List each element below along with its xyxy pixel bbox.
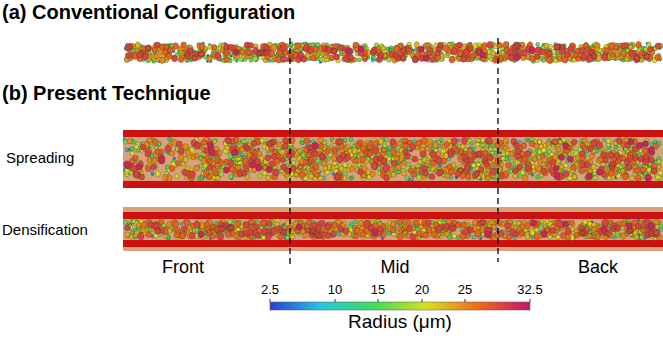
wall-bar bbox=[123, 130, 663, 137]
colorbar-title: Radius (μm) bbox=[348, 312, 452, 333]
row-label: Densification bbox=[2, 222, 88, 239]
wall-bar bbox=[123, 181, 663, 188]
wall-bar bbox=[123, 212, 663, 219]
section-line bbox=[289, 38, 290, 266]
colorbar-tick: 25 bbox=[458, 283, 472, 297]
particle-group bbox=[125, 41, 662, 240]
particle-group bbox=[124, 42, 661, 240]
colorbar-tick: 10 bbox=[328, 283, 342, 297]
particle-layer bbox=[123, 41, 663, 240]
particle-group bbox=[125, 42, 661, 240]
panel-title: (a) Conventional Configuration bbox=[2, 1, 295, 23]
particle-group bbox=[124, 42, 663, 240]
particle-group bbox=[124, 42, 663, 240]
colorbar-tick: 20 bbox=[415, 283, 429, 297]
colorbar-ticks bbox=[270, 299, 530, 302]
colorbar-tick: 32.5 bbox=[517, 283, 542, 297]
colorbar-tick: 15 bbox=[371, 283, 385, 297]
region-label: Front bbox=[162, 258, 204, 278]
panel-title: (b) Present Technique bbox=[2, 82, 211, 104]
row-label: Spreading bbox=[6, 150, 74, 167]
wall-bar bbox=[123, 240, 663, 247]
colorbar-tick: 2.5 bbox=[261, 283, 279, 297]
particle-group bbox=[123, 42, 663, 240]
colorbar bbox=[270, 302, 530, 310]
region-label: Back bbox=[578, 258, 618, 278]
particle-group bbox=[123, 42, 661, 239]
region-label: Mid bbox=[380, 258, 409, 278]
particle-group bbox=[124, 46, 655, 238]
section-line bbox=[497, 38, 498, 262]
